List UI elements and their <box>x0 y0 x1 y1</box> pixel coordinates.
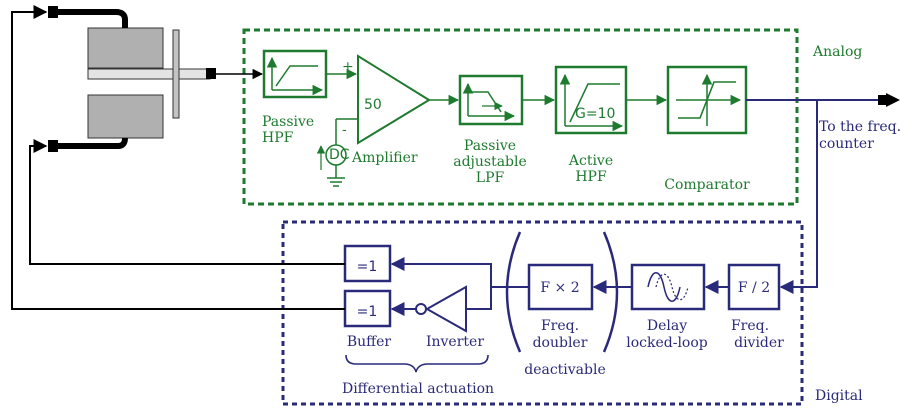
branch-to-inverter <box>466 287 492 310</box>
output-label-2: counter <box>819 136 874 152</box>
output-label-1: To the freq. <box>819 119 901 135</box>
passive-lpf-box <box>458 74 524 126</box>
output-connector <box>878 95 886 105</box>
top-buffer-block: =1 <box>343 244 392 283</box>
dll-box <box>630 263 706 311</box>
dll-wave-shifted <box>655 273 689 301</box>
differential-label: Differential actuation <box>342 381 494 397</box>
amplifier-triangle <box>357 54 431 145</box>
freq-divider-label-2: divider <box>734 335 784 351</box>
feedback-wire-bottom-buffer <box>11 5 345 310</box>
passive-lpf-block: Passive adjustable LPF <box>453 74 527 186</box>
dll-label-2: locked-loop <box>626 335 708 351</box>
bottom-buffer-symbol: =1 <box>357 304 378 320</box>
top-electrode-wire <box>52 9 128 28</box>
digital-section-label: Digital <box>815 388 863 404</box>
comparator-block: Comparator <box>664 65 750 193</box>
buffer-label: Buffer <box>347 334 392 350</box>
beam-tip <box>206 68 216 79</box>
passive-hpf-block: Passive HPF <box>262 49 328 146</box>
deactivable-label: deactivable <box>524 362 606 378</box>
comparator-curve <box>678 81 736 119</box>
top-buffer-symbol: =1 <box>357 259 378 275</box>
active-hpf-block: G=10 Active HPF <box>554 65 628 185</box>
analog-section-label: Analog <box>812 44 862 60</box>
output-arrowhead <box>886 93 900 107</box>
dll-label-1: Delay <box>647 318 687 334</box>
inverter-block: Inverter <box>415 285 484 350</box>
active-hpf-label-2: HPF <box>575 169 607 185</box>
dll-wave-icon <box>647 272 681 302</box>
feedback-wire-top-buffer <box>29 139 345 265</box>
dc-source-text: DC <box>329 147 350 163</box>
freq-divider-symbol: F / 2 <box>738 280 770 296</box>
passive-hpf-label-2: HPF <box>262 130 294 146</box>
active-hpf-gain: G=10 <box>575 106 615 122</box>
amplifier-gain: 50 <box>364 97 382 113</box>
deactivable-paren-right <box>602 231 619 353</box>
amp-minus-sign: - <box>342 122 347 138</box>
deactivable-paren-left <box>505 231 522 353</box>
freq-doubler-block: F × 2 Freq. doubler deactivable <box>505 231 619 378</box>
center-beam <box>87 68 211 80</box>
amplifier-block: 50 + - Amplifier DC <box>316 54 431 187</box>
electrode-top <box>87 27 164 69</box>
comparator-label: Comparator <box>664 177 750 193</box>
passive-hpf-label-1: Passive <box>262 114 314 130</box>
freq-divider-block: F / 2 Freq. divider <box>727 263 784 351</box>
amplifier-label: Amplifier <box>351 150 418 166</box>
electrode-bottom <box>87 94 164 139</box>
passive-lpf-label-3: LPF <box>476 170 505 186</box>
freq-doubler-symbol: F × 2 <box>540 280 579 296</box>
inverter-bubble <box>415 303 427 315</box>
hpf-curve <box>275 65 318 87</box>
freq-doubler-label-1: Freq. <box>541 318 579 334</box>
passive-lpf-label-2: adjustable <box>453 154 527 170</box>
vertical-plate <box>172 29 180 119</box>
bottom-buffer-block: =1 Buffer <box>343 289 392 350</box>
bottom-wire-connector <box>48 140 58 152</box>
inverter-triangle <box>424 285 467 333</box>
active-hpf-curve <box>569 83 620 123</box>
top-wire-connector <box>48 6 58 18</box>
active-hpf-label-1: Active <box>568 153 613 169</box>
freq-doubler-box <box>527 263 594 311</box>
freq-divider-label-1: Freq. <box>731 318 769 334</box>
freq-doubler-label-2: doubler <box>533 335 588 351</box>
bottom-electrode-wire <box>52 137 128 149</box>
output-to-divider-wire <box>779 100 818 294</box>
active-hpf-box <box>554 65 628 135</box>
passive-lpf-label-1: Passive <box>464 138 516 154</box>
branch-to-top-buffer <box>390 257 492 287</box>
differential-brace <box>345 354 489 373</box>
inverter-label: Inverter <box>426 334 484 350</box>
amp-plus-sign: + <box>342 59 354 75</box>
dll-block: Delay locked-loop <box>626 263 708 351</box>
analog-section-box <box>242 28 799 206</box>
mems-device <box>48 6 216 152</box>
